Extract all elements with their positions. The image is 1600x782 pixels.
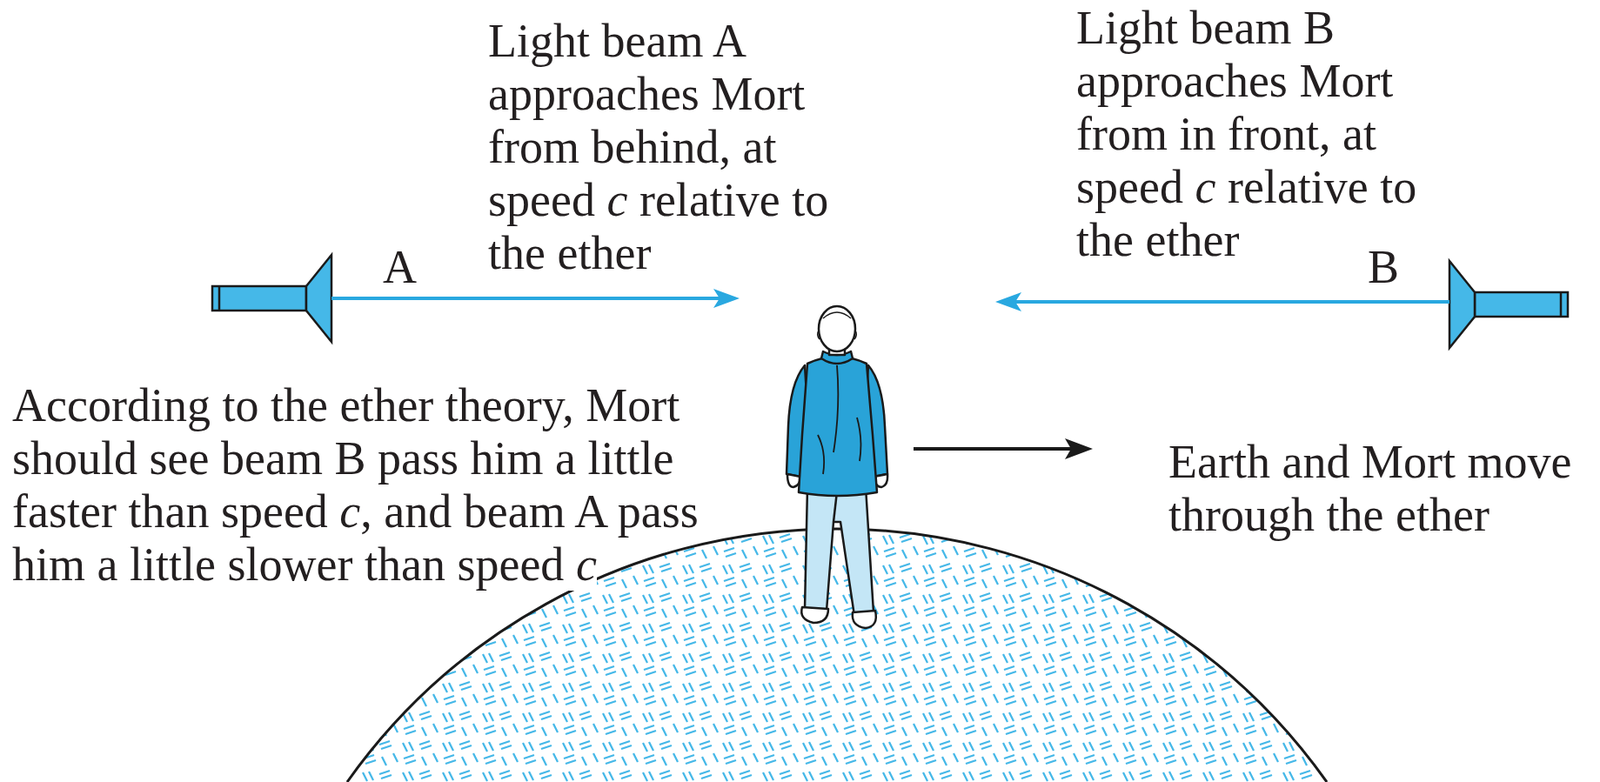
- annotation-text: B: [1367, 241, 1400, 294]
- annotation-text: A: [382, 241, 417, 294]
- mort-figure: [786, 306, 888, 629]
- label-box: A: [382, 241, 417, 295]
- label-box: Light beam B approaches Mort from in fro…: [1076, 1, 1442, 268]
- label-box: B: [1367, 241, 1400, 295]
- label-box: Light beam A approaches Mort from behind…: [488, 14, 854, 281]
- label-box: According to the ether theory, Mort shou…: [12, 379, 717, 592]
- flashlight-a: [212, 254, 332, 342]
- annotation-text: Earth and Mort move through the ether: [1168, 435, 1572, 542]
- variable-symbol: c: [606, 174, 628, 227]
- beam-arrow-b: [995, 292, 1450, 312]
- variable-symbol: c: [575, 538, 597, 591]
- annotation-text: According to the ether theory, Mort shou…: [12, 379, 699, 591]
- variable-symbol: c: [1194, 160, 1216, 214]
- label-box: Earth and Mort move through the ether: [1168, 435, 1595, 543]
- variable-symbol: c: [339, 485, 361, 538]
- annotation-text: Light beam B approaches Mort from in fro…: [1076, 1, 1417, 267]
- flashlight-b: [1449, 261, 1568, 349]
- annotation-text: Light beam A approaches Mort from behind…: [488, 14, 829, 280]
- motion-arrow: [913, 438, 1093, 460]
